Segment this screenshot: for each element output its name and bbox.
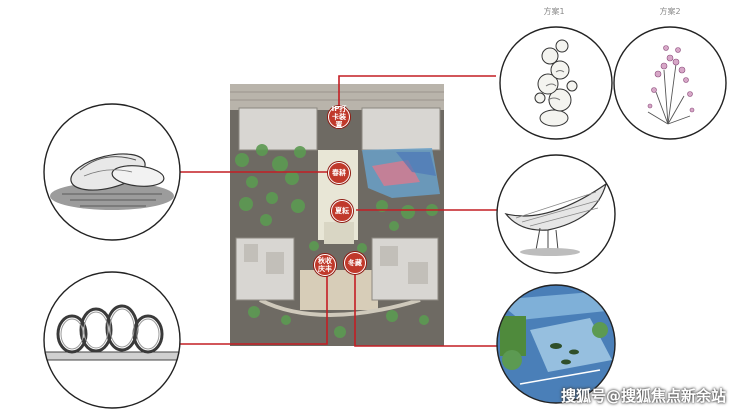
connector-autumn	[179, 268, 328, 345]
sculpture-circle-canopy	[496, 154, 616, 274]
node-spring: 春耕	[328, 162, 350, 184]
connector-checkin	[338, 75, 496, 112]
connector-lines	[179, 75, 499, 347]
node-autumn: 秋收庆丰	[314, 254, 336, 276]
watermark: 搜狐号@搜狐焦点新余站	[560, 387, 726, 405]
connector-winter	[354, 264, 498, 347]
sculpture-circle-scheme1	[499, 26, 613, 140]
scheme-label-1: 方案1	[543, 7, 565, 16]
sculpture-circle-shell	[43, 103, 181, 241]
node-summer: 夏耘	[331, 200, 353, 222]
sculpture-circle-ribbon	[43, 271, 181, 409]
node-winter: 冬藏	[344, 252, 366, 274]
scheme-label-2: 方案2	[659, 7, 681, 16]
node-checkin: IP打卡装置	[328, 105, 350, 129]
sculpture-circle-aerial	[496, 284, 616, 404]
sculpture-circle-scheme2	[613, 26, 727, 140]
